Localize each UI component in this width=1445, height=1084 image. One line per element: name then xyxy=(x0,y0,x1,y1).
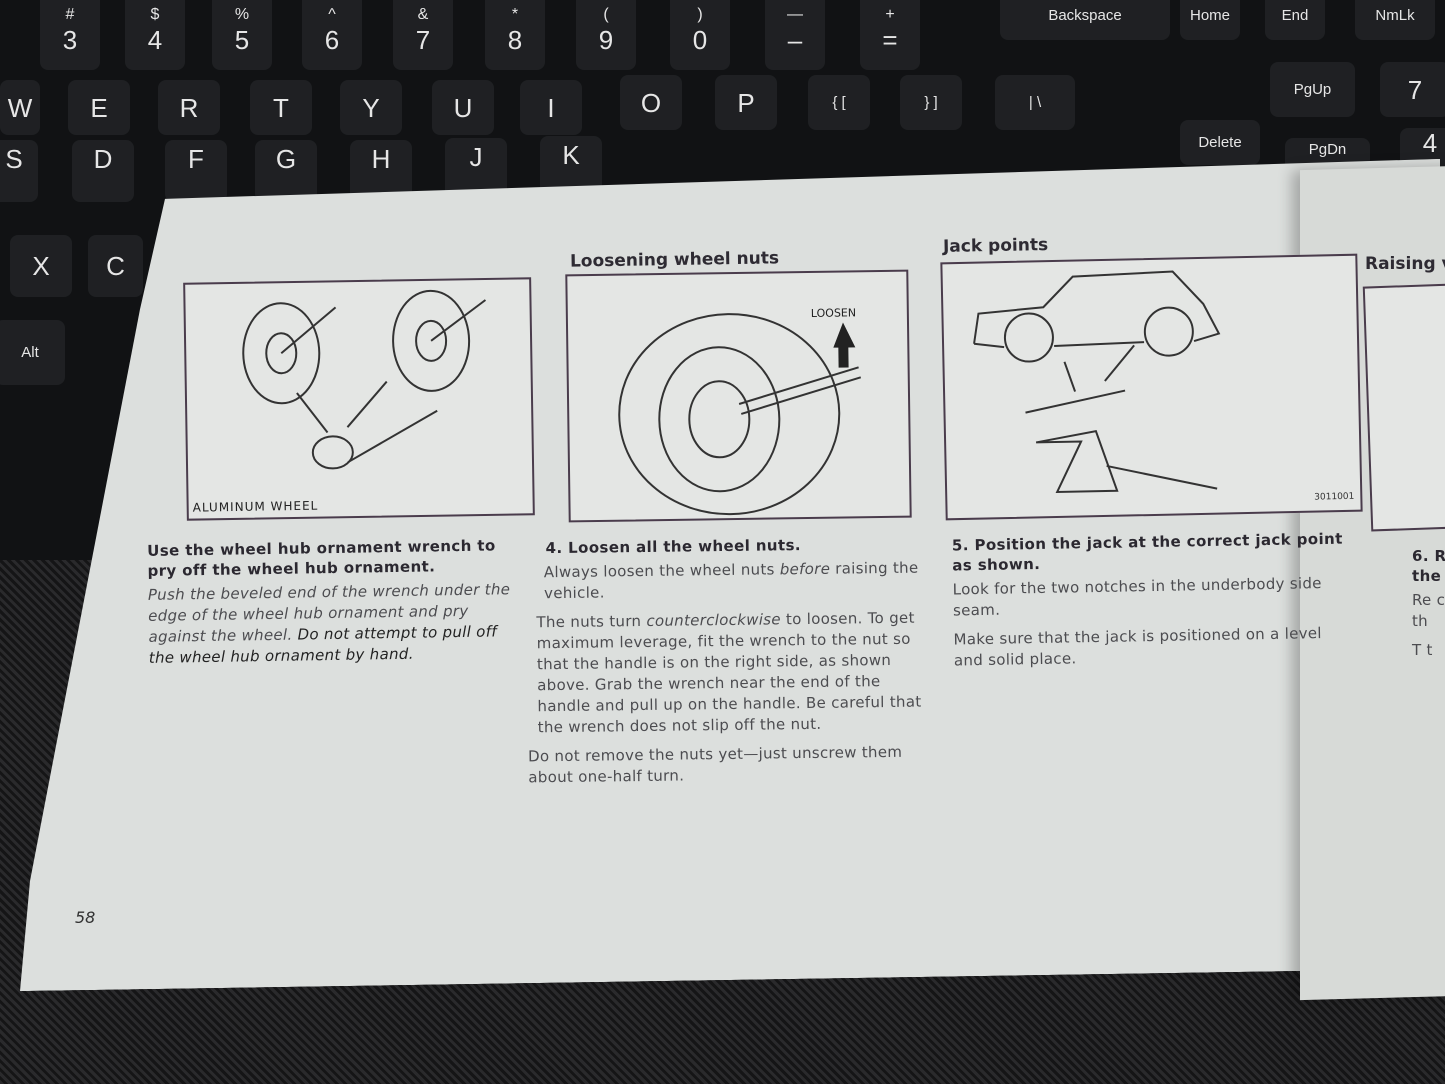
key-minus: —– xyxy=(765,0,825,70)
figure-jack-points: 3011001 xyxy=(940,253,1363,521)
key-g: G xyxy=(255,140,317,202)
key-s: S xyxy=(0,140,38,202)
section-jack-points: 5. Position the jack at the correct jack… xyxy=(952,529,1354,680)
page-number: 58 xyxy=(75,908,96,927)
key-home: Home xyxy=(1180,0,1240,40)
key-5: %5 xyxy=(212,0,272,70)
step-lead: 6. R the xyxy=(1412,547,1445,585)
key-e: E xyxy=(68,80,130,135)
key-7: &7 xyxy=(393,0,453,70)
step-lead: 5. Position the jack at the correct jack… xyxy=(951,529,1343,575)
key-y: Y xyxy=(340,80,402,135)
figure-label: 3011001 xyxy=(1314,491,1355,503)
emphasis-text: counterclockwise xyxy=(646,610,782,630)
key-0: )0 xyxy=(670,0,730,70)
key-equals: += xyxy=(860,0,920,70)
section-title: Loosening wheel nuts xyxy=(569,248,780,272)
section-loosen-nuts: 4. Loosen all the wheel nuts. Always loo… xyxy=(525,534,923,797)
key-r: R xyxy=(158,80,220,135)
key-backslash: | \ xyxy=(995,75,1075,130)
key-4: $4 xyxy=(125,0,185,70)
figure-loosen-nuts: LOOSEN xyxy=(565,269,912,523)
key-bracket-right: } ] xyxy=(900,75,962,130)
key-p: P xyxy=(715,75,777,130)
body-text: Always loosen the wheel nuts xyxy=(543,560,780,582)
key-x: X xyxy=(10,235,72,297)
section-hub-ornament: Use the wheel hub ornament wrench to pry… xyxy=(147,535,517,669)
key-end: End xyxy=(1265,0,1325,40)
key-alt: Alt xyxy=(0,320,65,385)
key-c: C xyxy=(88,235,143,297)
car-jack-illustration xyxy=(973,270,1221,494)
body-text: Make sure that the jack is positioned on… xyxy=(953,624,1322,670)
figure-hub-ornament: ALUMINUM WHEEL xyxy=(183,277,535,521)
body-text: Look for the two notches in the underbod… xyxy=(952,574,1322,620)
key-num7: 7 xyxy=(1380,62,1445,117)
wheel-hub-illustration xyxy=(242,289,487,470)
body-text: The nuts turn xyxy=(536,611,647,632)
step-lead: Use the wheel hub ornament wrench to pry… xyxy=(147,536,496,580)
key-d: D xyxy=(72,140,134,202)
key-8: *8 xyxy=(485,0,545,70)
wheel-wrench-illustration xyxy=(618,313,862,516)
key-u: U xyxy=(432,80,494,135)
key-pgup: PgUp xyxy=(1270,62,1355,117)
figure-label: ALUMINUM WHEEL xyxy=(192,498,319,515)
key-3: #3 xyxy=(40,0,100,70)
section-title: Jack points xyxy=(942,235,1049,257)
figure-raising xyxy=(1362,283,1445,532)
key-f: F xyxy=(165,140,227,202)
key-t: T xyxy=(250,80,312,135)
figure-label: LOOSEN xyxy=(810,306,857,320)
body-text: Do not remove the nuts yet—just unscrew … xyxy=(527,742,903,787)
key-w: W xyxy=(0,80,40,135)
key-o: O xyxy=(620,75,682,130)
body-text: Re cl th xyxy=(1412,591,1445,630)
key-6: ^6 xyxy=(302,0,362,70)
key-delete: Delete xyxy=(1180,120,1260,165)
body-text: T t xyxy=(1412,641,1433,659)
section-raising: 6. R the Re cl th T t xyxy=(1412,546,1445,669)
key-i: I xyxy=(520,80,582,135)
section-title: Raising v xyxy=(1365,254,1445,274)
key-9: (9 xyxy=(576,0,636,70)
key-backspace: Backspace xyxy=(1000,0,1170,40)
emphasis-text: before xyxy=(779,559,831,579)
step-lead: 4. Loosen all the wheel nuts. xyxy=(545,536,802,558)
key-numlock: NmLk xyxy=(1355,0,1435,40)
key-bracket-left: { [ xyxy=(808,75,870,130)
